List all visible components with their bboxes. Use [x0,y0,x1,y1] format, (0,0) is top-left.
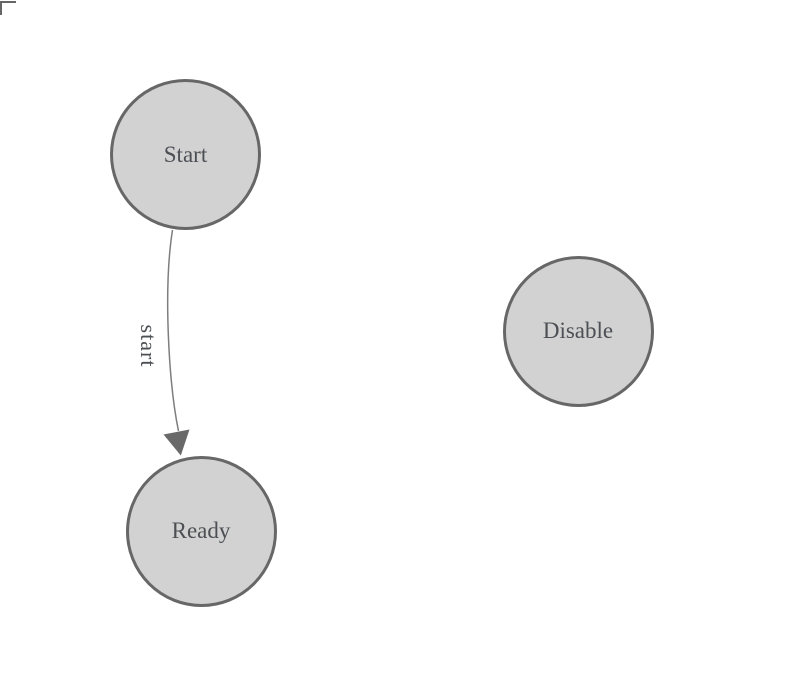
transition-edge-start-to-ready[interactable] [166,229,180,432]
state-label: Disable [542,318,614,343]
origin-corner-mark [0,1,16,15]
state-node-start[interactable]: Start [110,79,261,230]
arrowhead-icon[interactable] [163,429,190,456]
state-label: Ready [171,518,231,543]
state-node-ready[interactable]: Ready [125,455,277,607]
state-node-disable[interactable]: Disable [502,255,654,407]
edge-label-start[interactable]: start [136,324,161,368]
state-label: Start [163,141,208,167]
